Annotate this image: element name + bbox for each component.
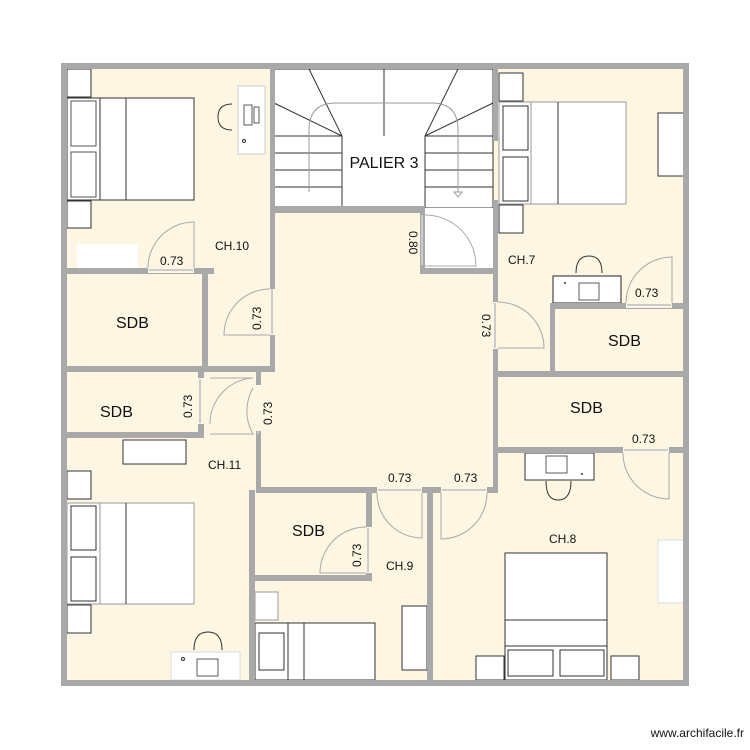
doors [147, 214, 673, 574]
door-hall-ch10[interactable] [223, 288, 275, 336]
label-sdb-4: SDB [570, 400, 603, 417]
door-sdb-ch9[interactable] [319, 526, 372, 574]
label-sdb-2: SDB [100, 404, 133, 421]
desk-ch8 [524, 452, 595, 501]
dim-hall-ch9: 0.73 [388, 471, 412, 485]
staircase[interactable]: PALIER 3 [273, 68, 494, 209]
label-sdb-1: SDB [116, 315, 149, 332]
bed-ch10 [66, 68, 195, 229]
label-sdb-5: SDB [292, 523, 325, 540]
label-ch11: CH.11 [208, 458, 241, 472]
label-ch8: CH.8 [549, 532, 577, 546]
label-ch7: CH.7 [508, 253, 536, 267]
dim-hall-ch11: 0.73 [261, 401, 275, 425]
stair-label: PALIER 3 [349, 155, 418, 172]
bed-ch11 [66, 470, 195, 634]
bed-ch9 [254, 591, 376, 681]
door-stair[interactable] [421, 214, 477, 267]
wardrobe-ch9 [401, 605, 428, 671]
bed-ch7 [498, 72, 627, 234]
dim-ch7-sdb: 0.73 [635, 286, 659, 300]
desk-ch11 [170, 631, 241, 681]
desk-ch10 [217, 85, 266, 155]
dim-hall-ch10: 0.73 [250, 306, 264, 330]
label-ch10: CH.10 [215, 239, 249, 253]
wardrobe-ch8 [657, 539, 686, 604]
desk-ch7 [552, 255, 622, 304]
door-dimensions: 0.73 0.73 0.80 0.73 0.73 0.73 0.73 0.73 … [160, 231, 659, 567]
wardrobe-ch7 [657, 112, 686, 177]
dim-hall-ch8: 0.73 [454, 471, 478, 485]
stair-lobby [424, 208, 493, 271]
watermark: www.archifacile.fr [650, 726, 744, 740]
dim-ch7: 0.73 [479, 314, 493, 338]
dim-stair: 0.80 [406, 231, 420, 255]
label-ch9: CH.9 [386, 559, 414, 573]
dim-ch10: 0.73 [160, 254, 184, 268]
label-sdb-3: SDB [608, 333, 641, 350]
door-ch7[interactable] [493, 301, 545, 349]
dresser-ch10 [77, 244, 138, 268]
dresser-ch11 [122, 439, 187, 465]
door-ch10[interactable] [147, 221, 195, 273]
dim-sdb-right: 0.73 [632, 432, 656, 446]
room-labels: CH.10 CH.7 CH.11 CH.8 CH.9 SDB SDB SDB S… [100, 239, 641, 573]
door-sdb-right[interactable] [622, 447, 670, 500]
door-hall-ch11[interactable] [256, 385, 261, 431]
dim-sdb-ch9: 0.73 [350, 543, 364, 567]
dim-sdb2: 0.73 [181, 394, 195, 418]
door-ch7-sdb[interactable] [625, 256, 673, 308]
door-hall-ch9[interactable] [376, 487, 423, 539]
door-hall-ch8[interactable] [440, 487, 488, 540]
